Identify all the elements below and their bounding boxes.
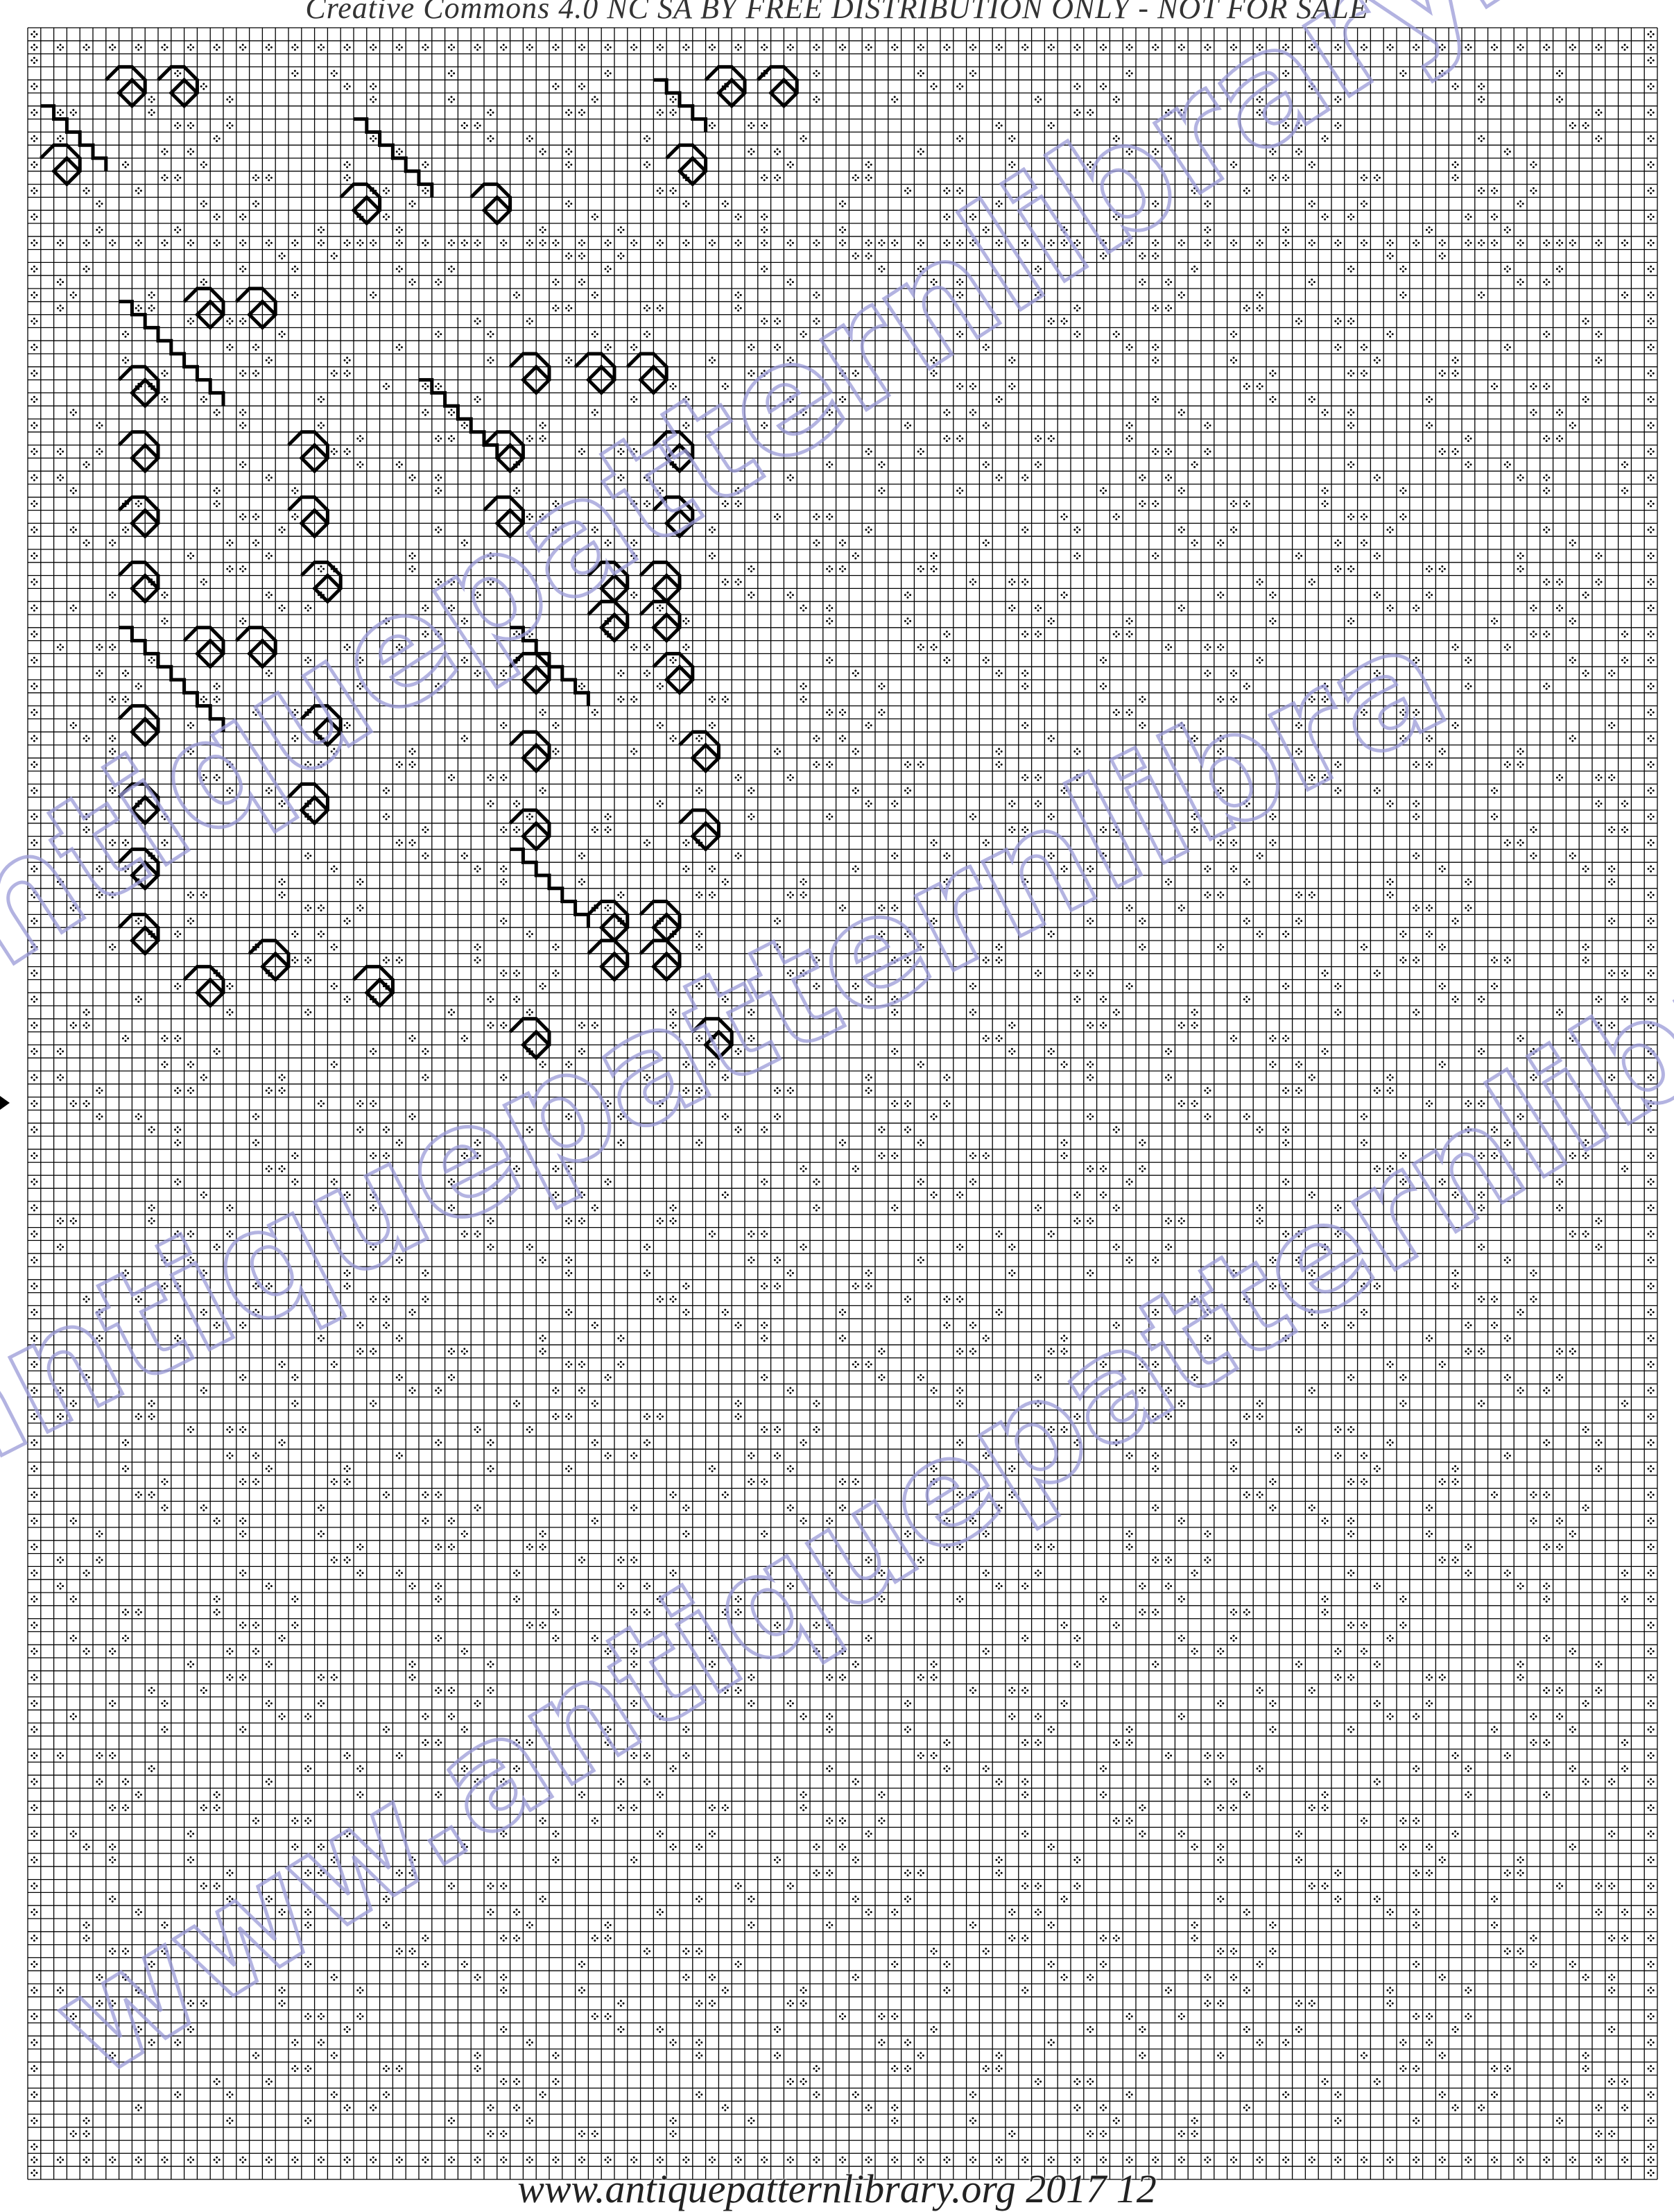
grid-lines	[28, 28, 1657, 2179]
license-header: Creative Commons 4.0 NC SA BY FREE DISTR…	[0, 0, 1674, 26]
site-footer: www.antiquepatternlibrary.org 2017 12	[0, 2166, 1674, 2212]
triangle-marker-icon	[0, 1096, 10, 1110]
grid-path	[28, 28, 1657, 2179]
